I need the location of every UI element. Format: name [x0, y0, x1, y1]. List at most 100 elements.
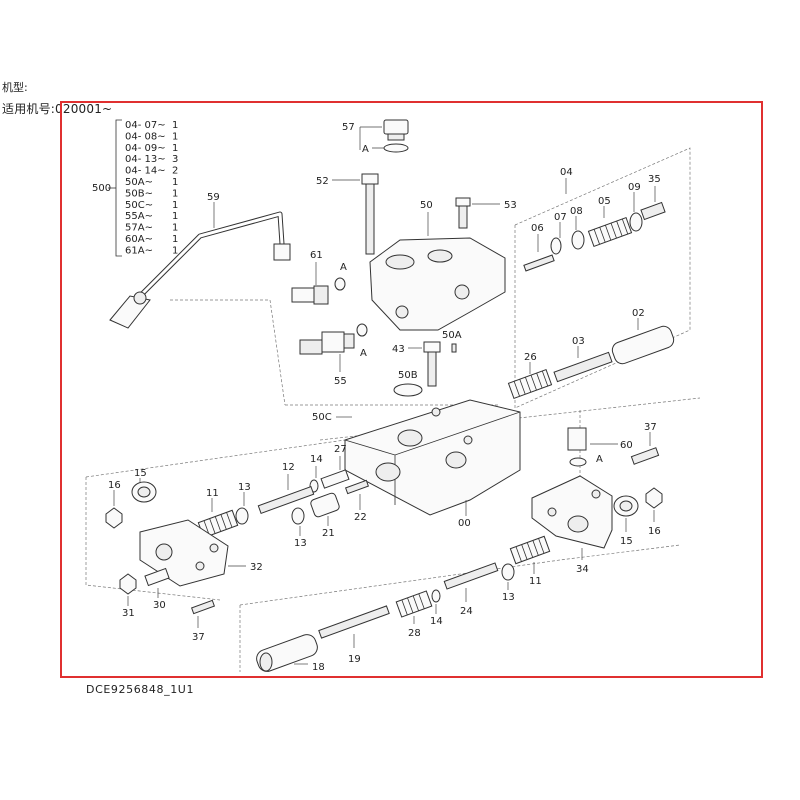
part-34-cover	[531, 475, 613, 560]
callout-35: 35	[648, 174, 661, 185]
callout-14: 14	[310, 454, 323, 465]
body-outline	[344, 399, 521, 516]
callout-07: 07	[554, 212, 567, 223]
part-37-bolt-left	[190, 599, 216, 628]
part-50a-pin	[451, 343, 457, 353]
spring-body	[587, 217, 633, 247]
kit-item-ref: 61A~	[125, 245, 153, 256]
part-31-nut	[119, 573, 137, 606]
callout-27: 27	[334, 444, 347, 455]
ring	[431, 589, 441, 603]
hex-nut	[645, 487, 663, 509]
kit-item-qty: 3	[172, 154, 178, 165]
spring-body	[320, 469, 350, 489]
dash-59-leader	[170, 299, 286, 406]
spring-coils	[513, 370, 549, 397]
bolt-hole	[591, 489, 601, 499]
spring-coils	[593, 218, 629, 245]
callout-14: 14	[430, 616, 443, 627]
kit-item-ref: 55A~	[125, 211, 153, 222]
callout-50: 50	[420, 200, 433, 211]
kit-item-qty: 1	[172, 120, 178, 131]
stem-body	[318, 605, 390, 639]
callout-04: 04	[560, 167, 573, 178]
part-16-nut-right	[645, 487, 663, 522]
callout-06: 06	[531, 223, 544, 234]
kit-item-qty: 1	[172, 177, 178, 188]
callout-24: 24	[460, 606, 473, 617]
part-26-spring	[507, 362, 553, 399]
part-04-spool-set	[523, 178, 666, 272]
bolt-head	[423, 341, 441, 353]
pin	[451, 343, 457, 353]
fitting-nut	[313, 285, 329, 305]
spool-end	[259, 652, 273, 672]
part-05	[587, 217, 633, 247]
leader	[359, 127, 384, 150]
callout-53: 53	[504, 200, 517, 211]
kit-item-ref: 60A~	[125, 234, 153, 245]
part-09	[629, 212, 643, 232]
model-range-label: 适用机号:020001~	[2, 102, 113, 116]
bolt-body	[630, 447, 660, 465]
part-12-stem	[257, 474, 315, 514]
part-35	[640, 201, 666, 221]
part-18-spool	[256, 634, 318, 672]
kit-bracket	[115, 119, 122, 257]
part-55-sensor	[299, 323, 368, 372]
kit-item-qty: 1	[172, 245, 178, 256]
callout-a: A	[596, 454, 603, 465]
diagram-frame	[60, 101, 763, 678]
callout-50b: 50B	[398, 370, 418, 381]
part-15-nut-right	[613, 495, 639, 532]
callout-61: 61	[310, 250, 323, 261]
cover-port	[567, 515, 589, 533]
spring-body	[507, 369, 553, 399]
part-50-body	[369, 212, 506, 331]
callout-28: 28	[408, 628, 421, 639]
part-37-bolt-right	[630, 432, 660, 465]
part-60-fitting	[567, 427, 618, 467]
callout-02: 02	[632, 308, 645, 319]
callout-18: 18	[312, 662, 325, 673]
kit-item-qty: 1	[172, 234, 178, 245]
callout-22: 22	[354, 512, 367, 523]
callout-50c: 50C	[312, 412, 332, 423]
hex-nut	[105, 507, 123, 529]
spring-coils	[401, 593, 425, 616]
callout-34: 34	[576, 564, 589, 575]
kit-item-ref: 04- 14~	[125, 166, 166, 177]
spring-coils	[515, 538, 545, 562]
dash-lower-left-side	[85, 477, 221, 601]
callout-15: 15	[620, 536, 633, 547]
callout-05: 05	[598, 196, 611, 207]
callout-50a: 50A	[442, 330, 462, 341]
part-24-stem	[443, 562, 499, 602]
callout-13: 13	[238, 482, 251, 493]
o-ring	[235, 507, 249, 525]
part-06	[523, 254, 555, 272]
callout-00: 00	[458, 518, 471, 529]
callout-a: A	[340, 262, 347, 273]
pipe-inner	[138, 212, 284, 298]
fitting-body	[567, 427, 587, 451]
part-59-pipe	[109, 202, 291, 329]
o-ring	[334, 277, 346, 291]
bolt-shank	[427, 351, 437, 387]
bolt-hole	[195, 561, 205, 571]
callout-37: 37	[192, 632, 205, 643]
o-ring	[383, 143, 409, 153]
port	[375, 462, 401, 482]
callout-09: 09	[628, 182, 641, 193]
port	[427, 249, 453, 263]
part-50b-oring	[393, 383, 423, 397]
spring-coils	[203, 512, 233, 536]
kit-label: 500	[92, 183, 111, 194]
port	[395, 305, 409, 319]
cover-port	[155, 543, 173, 561]
pipe-nut	[133, 291, 147, 305]
kit-item-qty: 1	[172, 131, 178, 142]
pipe-body	[138, 211, 285, 298]
spring-body	[144, 567, 170, 587]
callout-57: 57	[342, 122, 355, 133]
